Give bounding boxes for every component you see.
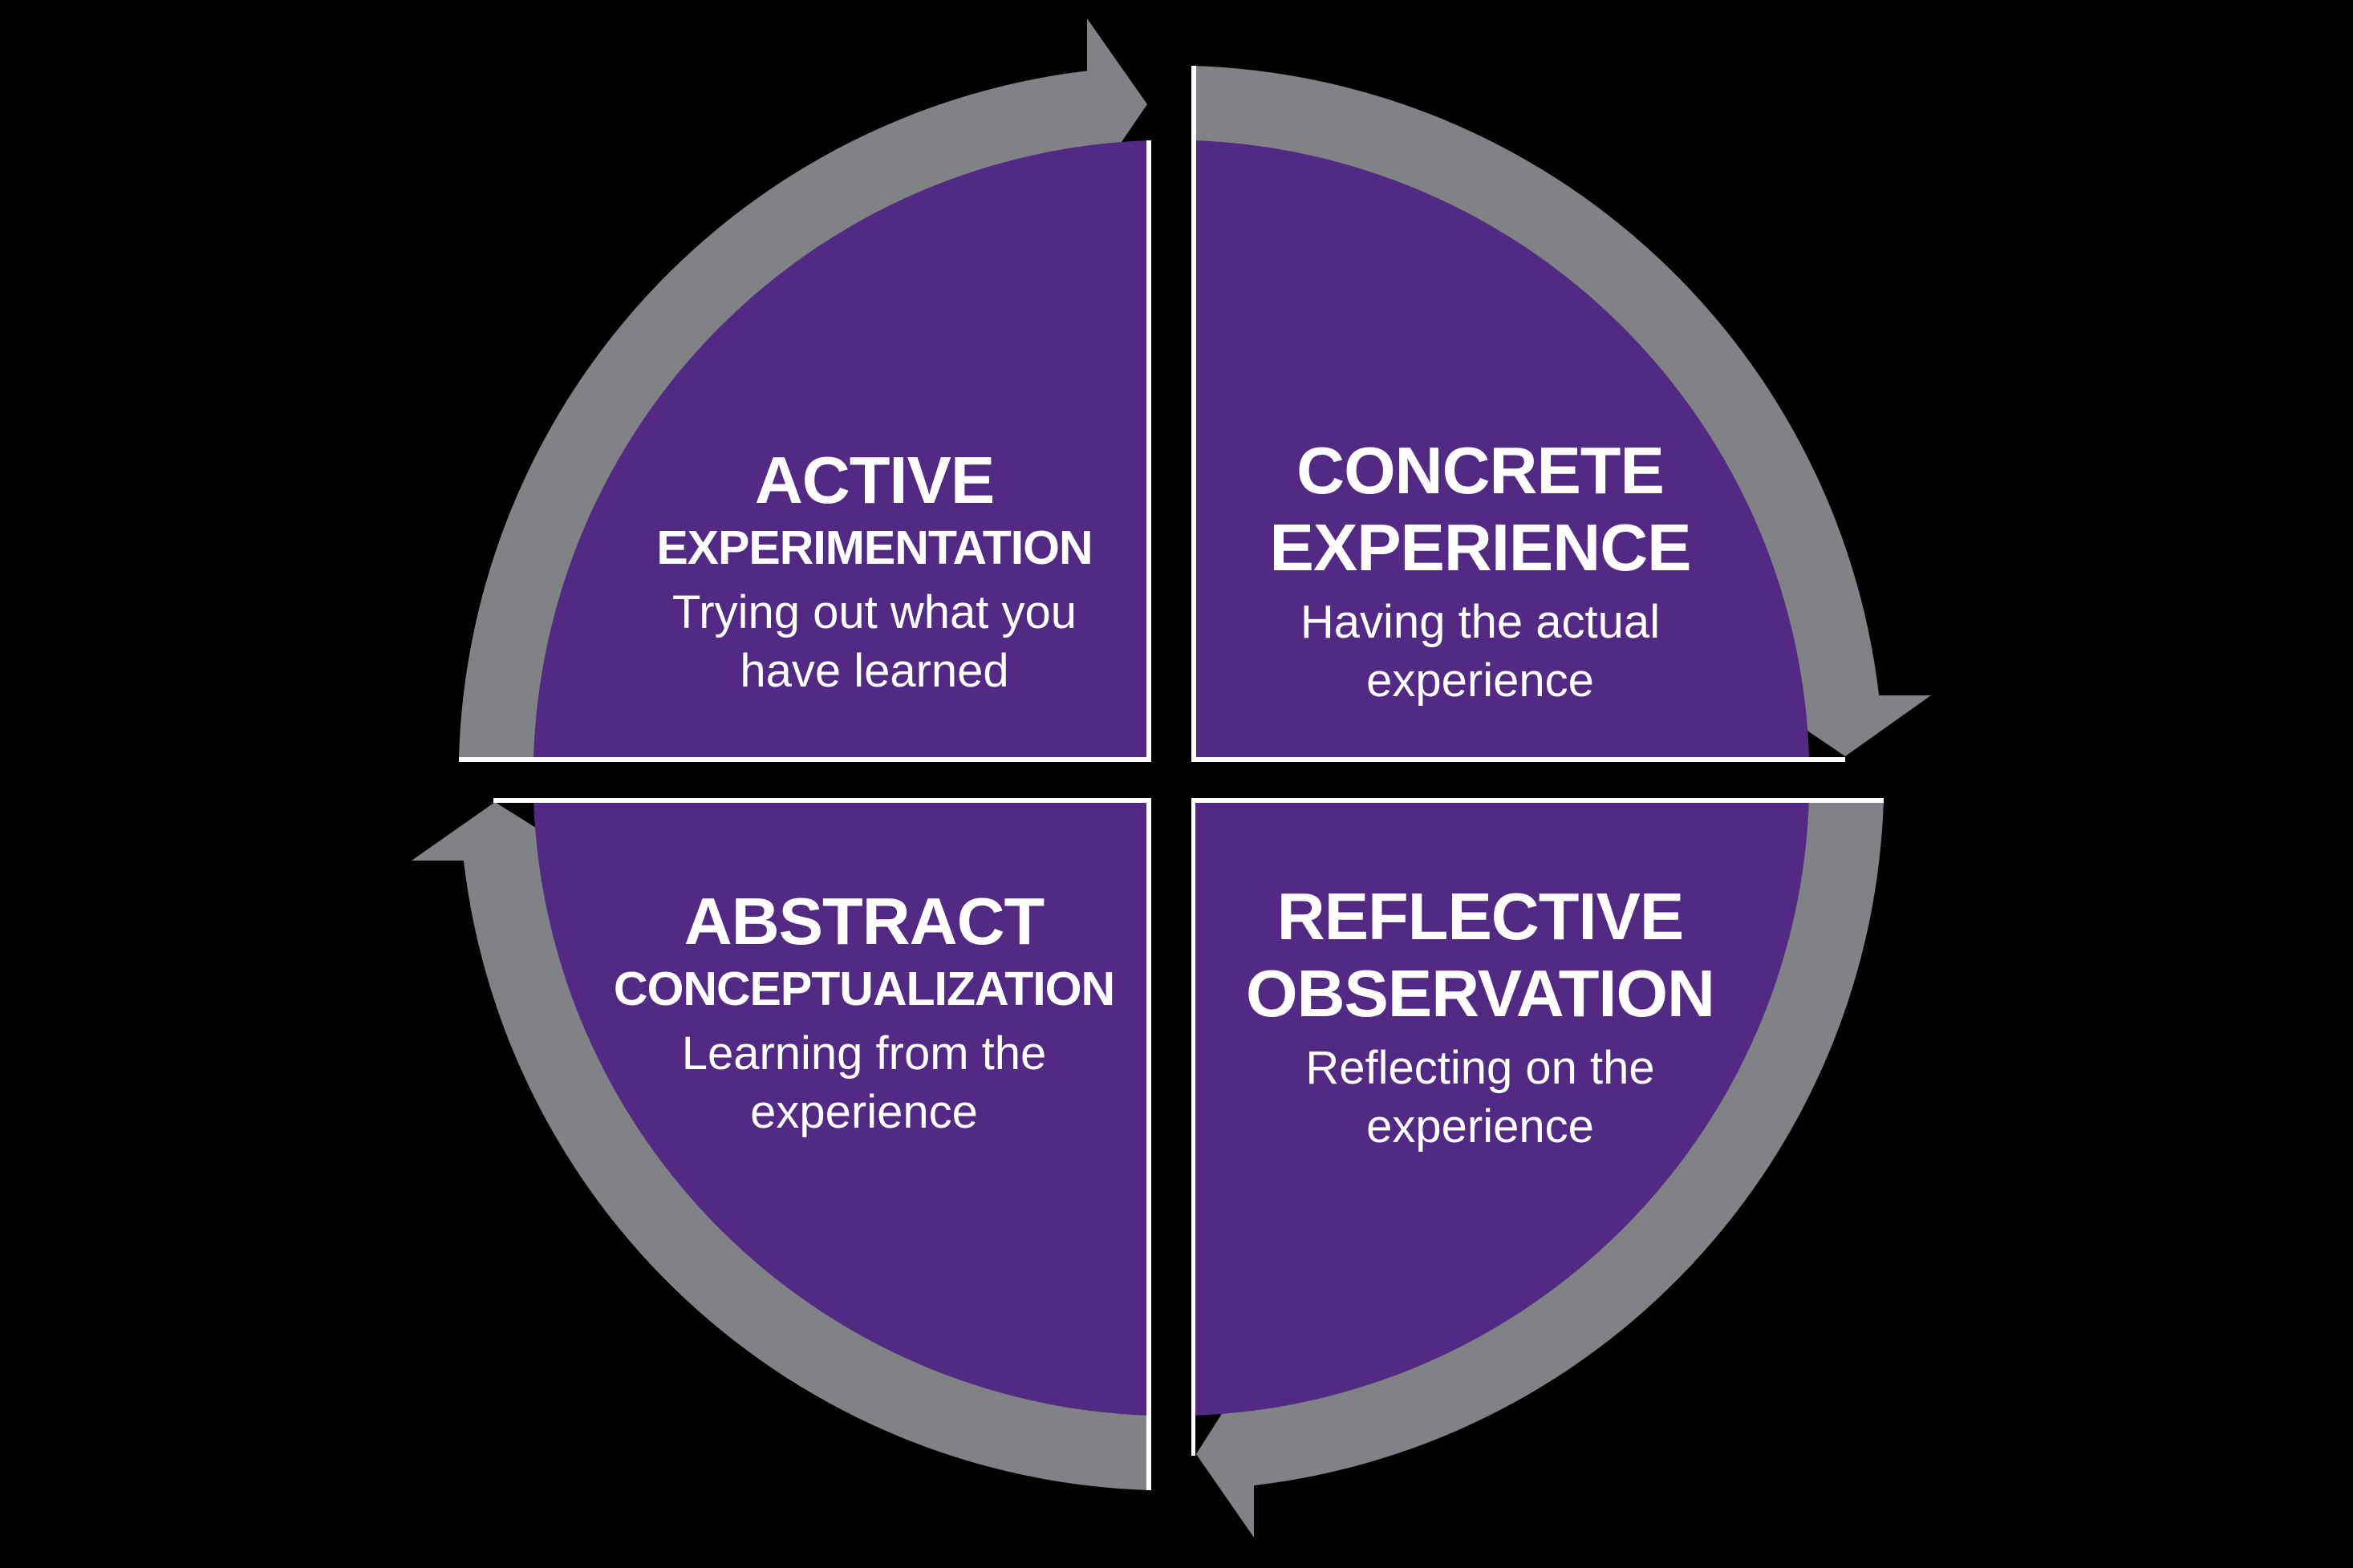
ring-segment-bottom-left (462, 839, 1151, 1490)
quadrant-shape-bottom-right (1191, 798, 1809, 1416)
divider-top-left-horizontal (459, 757, 1151, 762)
divider-bottom-right-horizontal (1191, 798, 1884, 803)
divider-bottom-left-vertical (1146, 798, 1151, 1490)
divider-bottom-right-vertical (1191, 798, 1195, 1456)
divider-bottom-left-horizontal (493, 798, 1151, 803)
ring-segment-top-right (1191, 66, 1880, 717)
divider-top-right-horizontal (1191, 757, 1845, 762)
divider-top-left-vertical (1146, 140, 1151, 758)
quadrant-shape-top-right (1191, 140, 1809, 758)
ring-segment-top-left (459, 70, 1105, 758)
quadrant-shape-bottom-left (533, 798, 1151, 1416)
ring-segment-bottom-right (1232, 798, 1884, 1487)
quadrant-shape-top-left (533, 140, 1151, 758)
divider-top-right-vertical (1191, 66, 1196, 758)
